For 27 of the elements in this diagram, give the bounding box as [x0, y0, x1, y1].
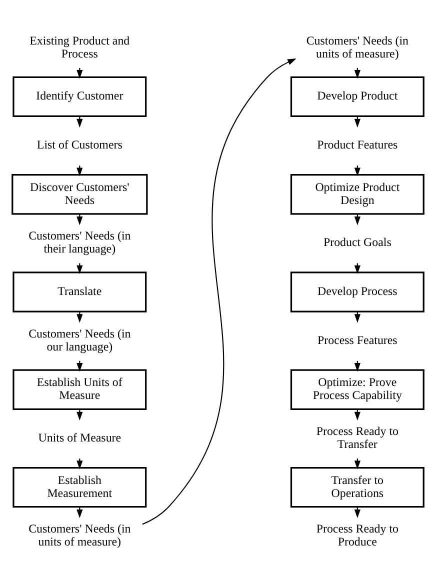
node-box: Discover Customers' Needs — [12, 174, 148, 215]
node-text: List of Customers — [36, 138, 122, 152]
node-box: Develop Product — [290, 76, 424, 118]
node-text: Product Goals — [323, 235, 392, 250]
node-text: Units of Measure — [38, 430, 122, 445]
node-box: Identify Customer — [12, 76, 147, 118]
node-text: Customers' Needs (in our language) — [28, 326, 131, 354]
arrow — [76, 410, 83, 421]
node-text: Customers' Needs (in units of measure) — [28, 522, 131, 549]
node-box: Establish Measurement — [12, 466, 147, 508]
node-box: Optimize Product Design — [290, 174, 424, 215]
node-text: Product Features — [317, 138, 398, 152]
arrow — [76, 263, 83, 274]
node-box: Optimize: Prove Process Capability — [290, 369, 424, 410]
node-text: Process Features — [318, 332, 398, 347]
node-text: Process Ready to Transfer — [316, 424, 398, 452]
arrow — [354, 263, 360, 274]
node-box: Translate — [12, 272, 147, 312]
arrow — [142, 58, 296, 525]
node-text: Customers' Needs (in their language) — [28, 228, 131, 256]
arrow — [354, 410, 360, 421]
node-box: Establish Units of Measure — [12, 369, 147, 410]
node-text: Process Ready to Produce — [316, 522, 398, 549]
node-box: Transfer to Operations — [290, 466, 424, 508]
node-text: Existing Product and Process — [30, 33, 130, 60]
node-box: Develop Process — [290, 272, 424, 312]
node-text: Customers' Needs (in units of measure) — [306, 33, 409, 60]
